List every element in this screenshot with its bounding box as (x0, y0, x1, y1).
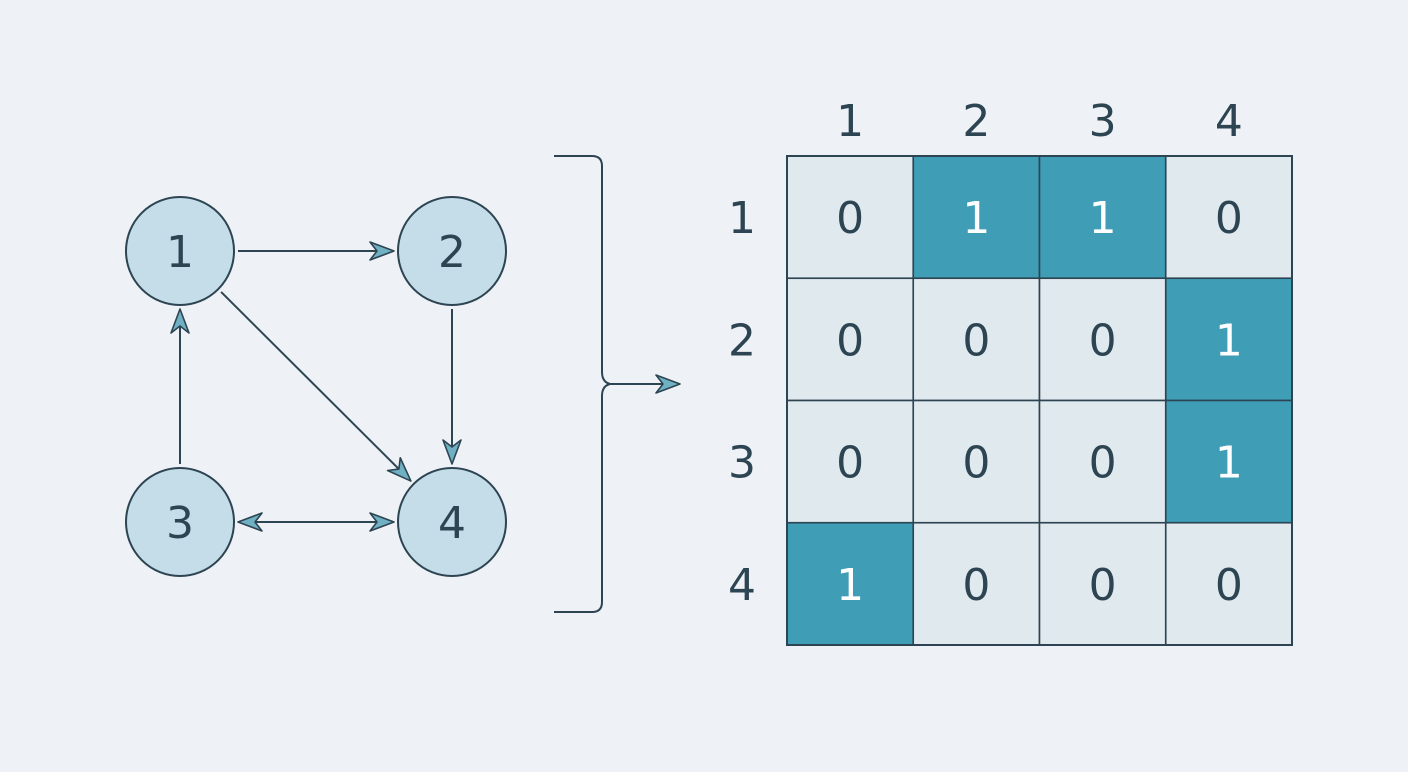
node-label: 2 (438, 227, 466, 278)
node-label: 3 (166, 498, 194, 549)
matrix-cell-1-3: 1 (1038, 155, 1167, 280)
arrowhead-icon (369, 512, 395, 532)
matrix-cell-3-2: 0 (912, 399, 1041, 524)
matrix-cell-3-3: 0 (1038, 399, 1167, 524)
row-header-4: 4 (728, 560, 756, 611)
arrowhead-icon (442, 439, 462, 465)
node-circle (125, 467, 235, 577)
matrix-cell-4-2: 0 (912, 521, 1041, 646)
cell-value: 0 (1215, 560, 1243, 611)
matrix-cell-1-2: 1 (912, 155, 1041, 280)
cell-value: 1 (962, 193, 990, 244)
cell-value: 0 (962, 315, 990, 366)
node-label: 4 (438, 498, 466, 549)
graph-edge-2-4 (442, 309, 462, 465)
cell-background (1164, 399, 1293, 524)
cell-value: 0 (1215, 193, 1243, 244)
cell-value: 0 (1089, 560, 1117, 611)
row-header-3: 3 (728, 438, 756, 489)
matrix-cell-2-2: 0 (912, 277, 1041, 402)
graph-nodes: 1 2 3 4 (125, 196, 507, 577)
cell-background (1038, 277, 1167, 402)
graph-edge-1-4 (220, 291, 412, 482)
graph-node-2: 2 (397, 196, 507, 306)
cell-background (1164, 155, 1293, 280)
cell-background (1164, 521, 1293, 646)
matrix-cell-4-4: 0 (1164, 521, 1293, 646)
transform-arrowhead-icon (655, 374, 681, 394)
cell-background (786, 155, 915, 280)
node-circle (397, 196, 507, 306)
graph-edge-3-1 (170, 308, 190, 464)
graph-edge-3-4 (237, 512, 395, 532)
cell-value: 1 (1215, 438, 1243, 489)
matrix-cell-2-3: 0 (1038, 277, 1167, 402)
matrix-cell-2-4: 1 (1164, 277, 1293, 402)
cell-value: 0 (836, 315, 864, 366)
arrowhead-icon (170, 308, 190, 334)
matrix-cell-4-1: 1 (786, 521, 915, 646)
cell-background (786, 277, 915, 402)
graph-node-3: 3 (125, 467, 235, 577)
column-header-1: 1 (836, 96, 864, 147)
cell-value: 0 (1089, 438, 1117, 489)
column-header-4: 4 (1215, 96, 1243, 147)
graph-edges (170, 241, 462, 532)
graph-edge-1-2 (238, 241, 395, 261)
cell-value: 0 (962, 438, 990, 489)
node-circle (125, 196, 235, 306)
arrowhead-icon (237, 512, 263, 532)
edge-line (220, 291, 405, 475)
cell-background (1038, 155, 1167, 280)
matrix-cell-1-4: 0 (1164, 155, 1293, 280)
row-header-2: 2 (728, 315, 756, 366)
cell-value: 0 (836, 193, 864, 244)
matrix-cell-1-1: 0 (786, 155, 915, 280)
cell-background (1164, 277, 1293, 402)
column-header-3: 3 (1089, 96, 1117, 147)
cell-value: 1 (836, 560, 864, 611)
adjacency-matrix: 1 2 3 4 1 2 3 4 0 1 1 0 0 0 0 1 0 0 0 1 1 0 0 0 (728, 96, 1293, 646)
column-header-2: 2 (962, 96, 990, 147)
cell-background (912, 399, 1041, 524)
curly-bracket (554, 155, 611, 613)
transform-bracket (554, 155, 681, 613)
matrix-cell-2-1: 0 (786, 277, 915, 402)
matrix-cell-3-1: 0 (786, 399, 915, 524)
graph-node-4: 4 (397, 467, 507, 577)
cell-value: 0 (836, 438, 864, 489)
cell-value: 1 (1089, 193, 1117, 244)
graph-node-1: 1 (125, 196, 235, 306)
row-header-1: 1 (728, 193, 756, 244)
cell-value: 0 (962, 560, 990, 611)
matrix-cell-3-4: 1 (1164, 399, 1293, 524)
cell-background (912, 277, 1041, 402)
node-label: 1 (166, 227, 194, 278)
cell-value: 0 (1089, 315, 1117, 366)
cell-background (912, 155, 1041, 280)
cell-background (1038, 399, 1167, 524)
node-circle (397, 467, 507, 577)
arrowhead-icon (386, 456, 412, 482)
matrix-cell-4-3: 0 (1038, 521, 1167, 646)
cell-background (786, 521, 915, 646)
cell-value: 1 (1215, 315, 1243, 366)
matrix-border (786, 155, 1293, 646)
arrowhead-icon (369, 241, 395, 261)
